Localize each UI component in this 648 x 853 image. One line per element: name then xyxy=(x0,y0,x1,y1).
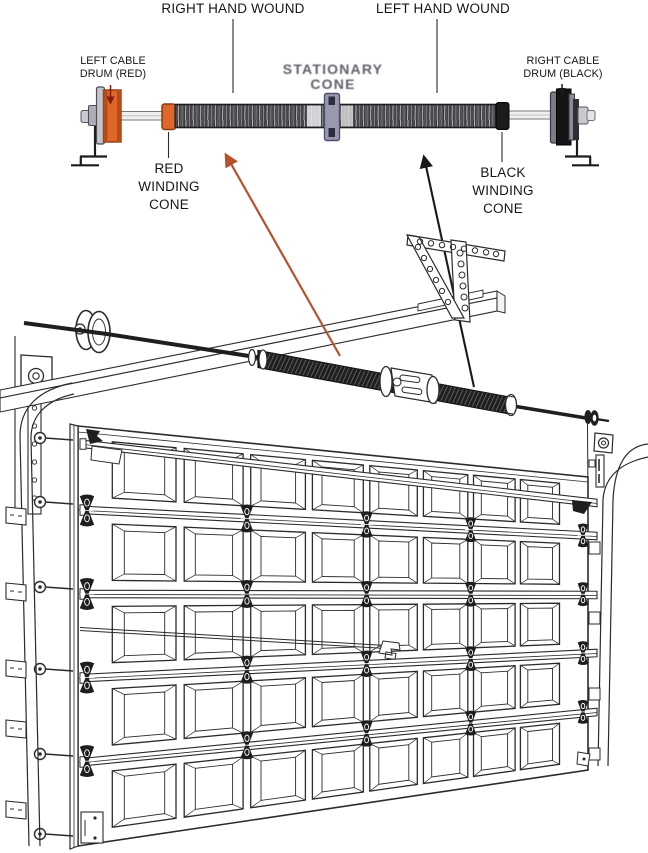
black-winding-cone-pointer xyxy=(419,154,476,388)
door-edge-lines xyxy=(73,425,589,848)
lock-bar xyxy=(79,627,401,661)
spring-anchor-bracket xyxy=(405,234,506,323)
torsion-spring-diagram xyxy=(71,19,599,167)
right-drum-stand xyxy=(565,140,599,167)
leader-lines xyxy=(167,19,503,162)
right-cable-drum xyxy=(549,88,596,146)
label-right-cable-drum: RIGHT CABLE DRUM (BLACK) xyxy=(523,55,603,80)
label-black-winding-cone: BLACK WINDING CONE xyxy=(472,165,534,216)
label-red-winding-cone: RED WINDING CONE xyxy=(138,161,200,212)
left-drum-stand xyxy=(71,124,107,167)
right-bearing-plate xyxy=(588,432,614,488)
door-hinges xyxy=(79,494,589,778)
red-winding-cone-pointer xyxy=(224,152,341,357)
door-spring xyxy=(248,348,518,417)
garage-door-illustration xyxy=(0,154,648,850)
stationary-cone-bracket xyxy=(323,92,341,142)
left-track-brackets xyxy=(5,506,27,820)
black-winding-cone xyxy=(495,102,510,130)
right-track xyxy=(588,443,648,767)
left-track xyxy=(19,382,75,847)
door-corner-brackets xyxy=(80,429,592,844)
label-left-cable-drum: LEFT CABLE DRUM (RED) xyxy=(79,55,147,80)
red-winding-cone xyxy=(161,103,177,131)
label-stationary-cone: STATIONARY CONE xyxy=(282,61,384,92)
left-cable-drum xyxy=(80,86,122,145)
